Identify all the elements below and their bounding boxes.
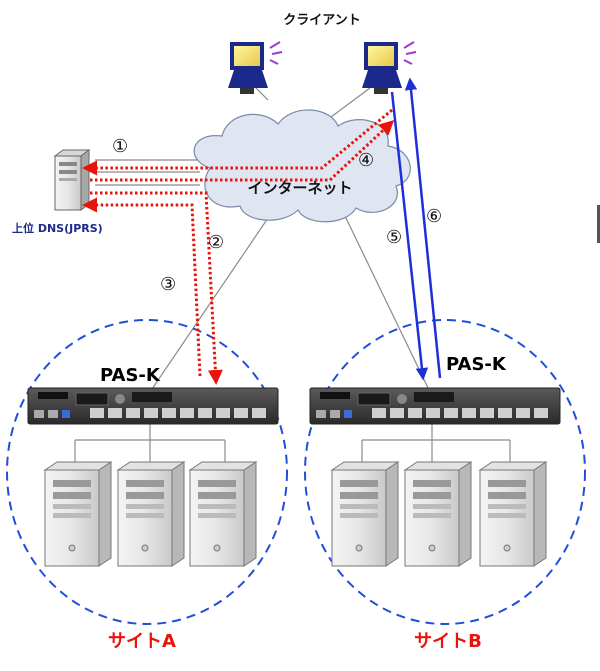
server-b3-icon: [478, 461, 548, 567]
client-pc-right-icon: [362, 41, 417, 94]
server-b1-icon: [330, 461, 400, 567]
server-a2-icon: [116, 461, 186, 567]
internet-label: インターネット: [247, 179, 352, 197]
site-a-boundary: [6, 319, 288, 625]
pas-k-label-a: PAS-K: [100, 365, 161, 386]
dns-flow-1: [82, 108, 393, 176]
step-2: ②: [208, 232, 224, 253]
dns-server-icon: [53, 149, 91, 211]
network-links: [74, 71, 511, 462]
server-b2-icon: [403, 461, 473, 567]
site-a-label: サイトA: [108, 631, 176, 652]
dns-flow-3: [82, 197, 202, 377]
step-5: ⑤: [386, 227, 402, 248]
site-b-label: サイトB: [414, 631, 482, 652]
dns-flows: [82, 108, 395, 385]
server-a1-icon: [43, 461, 113, 567]
http-flow-5: [390, 91, 429, 381]
http-flows: [390, 77, 442, 381]
http-flow-6: [404, 77, 442, 379]
pas-k-appliance-a-icon: [27, 387, 279, 425]
client-pc-left-icon: [228, 41, 283, 94]
client-label: クライアント: [283, 13, 360, 28]
step-4: ④: [358, 150, 374, 171]
server-a3-icon: [188, 461, 258, 567]
site-b-boundary: [304, 319, 586, 625]
pas-k-label-b: PAS-K: [446, 354, 507, 375]
pas-k-appliance-b-icon: [309, 387, 561, 425]
step-1: ①: [112, 136, 128, 157]
dns-flow-2: [90, 191, 223, 385]
step-3: ③: [160, 274, 176, 295]
edge-mark: [597, 205, 600, 243]
step-6: ⑥: [426, 206, 442, 227]
dns-flow-4: [90, 119, 395, 182]
upstream-dns-label: 上位 DNS(JPRS): [12, 221, 103, 235]
internet-cloud: [193, 109, 411, 223]
